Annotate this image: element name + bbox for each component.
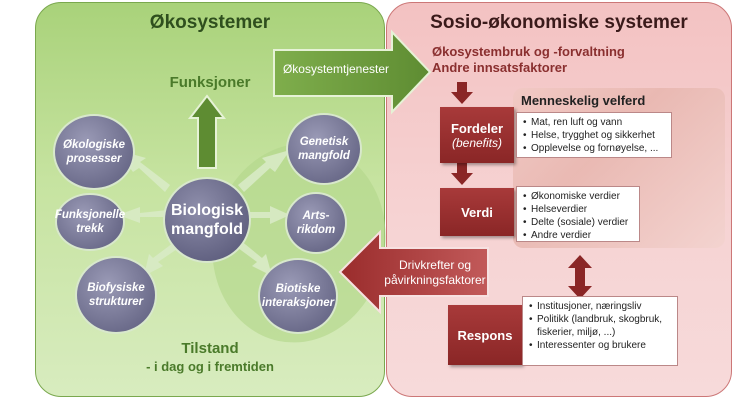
response-list: Institusjoner, næringsliv Politikk (land… — [522, 296, 678, 366]
ecosystem-title: Økosystemer — [149, 12, 271, 33]
circle-functional-traits: Funksjonelle trekk — [55, 193, 125, 251]
list-item: Helseverdier — [523, 203, 633, 216]
response-box: Respons — [448, 305, 522, 365]
state-subtitle: - i dag og i fremtiden — [146, 359, 274, 374]
benefits-box: Fordeler (benefits) — [440, 107, 514, 163]
list-item: Politikk (landbruk, skogbruk, fiskerier,… — [529, 313, 671, 339]
management-text: Økosystembruk og -forvaltning — [432, 44, 625, 59]
value-label: Verdi — [461, 204, 493, 220]
benefits-sub: (benefits) — [451, 135, 503, 150]
other-inputs-text: Andre innsatsfaktorer — [432, 60, 568, 75]
drivers-label: Drivkrefter og påvirkningsfaktorer — [384, 258, 486, 287]
list-item: Delte (sosiale) verdier — [523, 216, 633, 229]
list-item: Økonomiske verdier — [523, 190, 633, 203]
list-item: Andre verdier — [523, 229, 633, 242]
list-item: Interessenter og brukere — [529, 339, 671, 352]
drivers-arrow — [338, 229, 489, 315]
state-label: Tilstand — [181, 340, 239, 357]
circle-genetic-diversity: Genetisk mangfold — [286, 113, 362, 185]
benefits-label: Fordeler — [450, 120, 503, 136]
services-label: Økosystemtjenester — [282, 62, 390, 76]
functions-arrow — [187, 94, 227, 169]
benefits-list: Mat, ren luft og vann Helse, trygghet og… — [516, 112, 672, 158]
down-arrow-2 — [451, 163, 473, 185]
socio-economic-title: Sosio-økonomiske systemer — [430, 12, 688, 33]
circle-species-richness: Arts-rikdom — [285, 192, 347, 254]
value-box: Verdi — [440, 188, 514, 236]
functions-label: Funksjoner — [169, 74, 251, 91]
value-list: Økonomiske verdier Helseverdier Delte (s… — [516, 186, 640, 242]
double-arrow — [568, 255, 592, 299]
circle-biodiversity: Biologisk mangfold — [163, 177, 251, 263]
services-arrow — [273, 29, 432, 115]
welfare-title: Menneskelig velferd — [521, 93, 646, 108]
list-item: Mat, ren luft og vann — [523, 116, 665, 129]
circle-ecological-processes: Økologiske prosesser — [53, 114, 135, 190]
down-arrow-1 — [451, 82, 473, 104]
list-item: Opplevelse og fornøyelse, ... — [523, 142, 665, 155]
list-item: Helse, trygghet og sikkerhet — [523, 129, 665, 142]
list-item: Institusjoner, næringsliv — [529, 300, 671, 313]
circle-biophysical-structures: Biofysiske strukturer — [75, 256, 157, 334]
response-label: Respons — [457, 327, 513, 343]
circle-biotic-interactions: Biotiske interaksjoner — [258, 258, 338, 334]
